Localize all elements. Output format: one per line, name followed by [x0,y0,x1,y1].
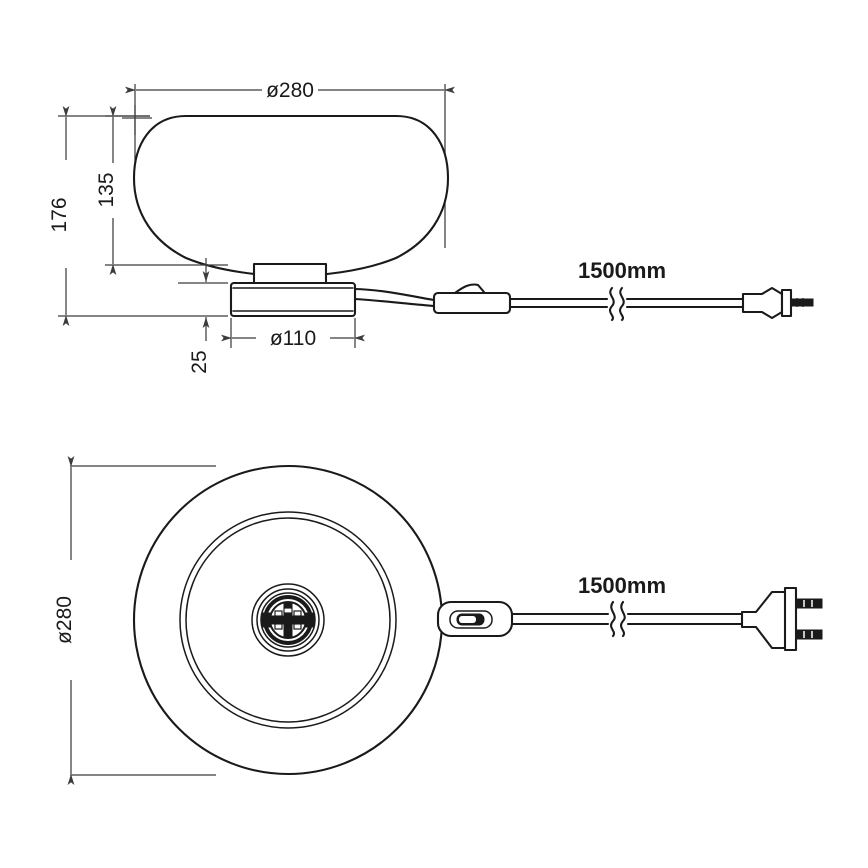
shade-ring-inner [185,517,391,723]
plug-collar [780,288,793,318]
plug-pin-top [795,598,823,609]
socket-ring-2 [260,592,316,648]
dimension-shade-diameter: ø280 [125,79,455,248]
dimension-shade-height: 135 [95,106,228,275]
cable-length-label-elevation: 1500mm [578,258,666,283]
socket-contact-pad-3 [274,623,283,630]
inline-rocker-switch-plan[interactable] [436,600,514,638]
cable-break-symbol-plan [609,600,626,638]
dim-label-plan-diameter: ø280 [53,596,76,644]
switch-body[interactable] [432,291,512,315]
dim-label-shade-height: 135 [95,172,118,207]
lamp-shade [132,114,450,278]
plug-body-plan [740,590,790,650]
cable-break-symbol-elevation [609,286,625,322]
cable-segment-base-to-switch-top [353,287,436,302]
socket-lug-left [261,612,271,628]
socket-crossbar-vertical [283,601,293,639]
cable-length-label-plan: 1500mm [578,573,666,598]
switch-rocker-highlight [459,616,476,623]
socket-lug-right [305,612,315,628]
plug-pin-bottom [795,629,823,640]
power-cable-plan: 1500mm [436,573,823,652]
elevation-view: ø280 176 13 [48,79,814,374]
center-mark-cross [122,105,152,135]
dimension-base-diameter: ø110 [221,318,365,350]
dim-label-base-diameter: ø110 [270,327,316,350]
socket-ring-3 [256,588,320,652]
inline-rocker-switch-elevation[interactable] [432,283,512,315]
europlug-two-pin-elevation [741,286,814,320]
dim-label-overall-height: 176 [48,197,71,232]
break-squiggle-2 [619,286,625,322]
dim-label-base-height: 25 [188,350,211,373]
lamp-socket-e27 [261,595,315,645]
europlug-two-pin-plan [740,586,823,652]
switch-rocker-lever[interactable] [453,283,486,295]
dim-label-shade-diameter: ø280 [266,79,314,102]
power-cable-elevation: 1500mm [353,258,814,322]
lamp-neck [252,262,328,285]
socket-ring-4 [251,583,325,657]
break-squiggle-plan-1 [609,600,616,638]
break-squiggle-1 [609,286,615,322]
dimension-base-height: 25 [178,258,228,374]
lamp-base [229,281,357,318]
plan-view: ø280 [53,456,823,785]
shade-ring-outer [179,511,397,729]
socket-contact-pad-1 [274,610,283,617]
plug-flange-plan [783,586,798,652]
cable-segment-base-to-switch-bottom [353,297,436,308]
dimension-plan-diameter: ø280 [53,456,216,785]
socket-keyway-top [283,607,293,614]
socket-contact-pad-2 [293,610,302,617]
socket-contact-pad-4 [293,623,302,630]
switch-bezel[interactable] [449,610,493,629]
plug-body-profile [741,286,784,320]
break-squiggle-plan-2 [619,600,626,638]
